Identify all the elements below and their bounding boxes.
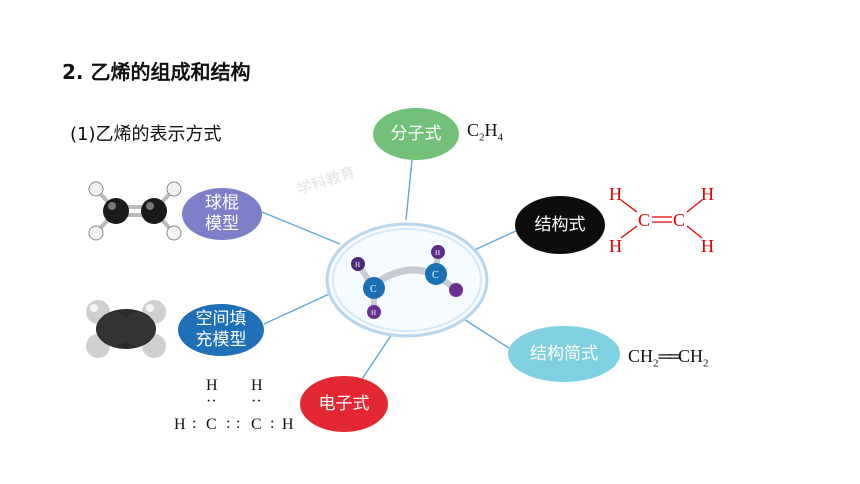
space-fill-label-line2: 充模型: [195, 330, 247, 350]
structural-formula-label: 结构式: [534, 214, 586, 235]
condensed-formula-bubble: 结构简式: [508, 326, 620, 382]
hydrogen-label: H: [371, 309, 376, 317]
space-fill-model-image: [86, 300, 166, 358]
molecular-formula: C2H4: [467, 120, 503, 144]
struct-c-right: C: [673, 210, 685, 230]
condensed-sub-left: 2: [653, 357, 659, 370]
connector-electronic: [359, 333, 393, 383]
electron-c-left: C: [206, 416, 217, 433]
formula-hydrogen: H: [484, 120, 498, 140]
struct-h-bottom-left: H: [609, 236, 622, 256]
space-fill-label-line1: 空间填: [195, 309, 247, 329]
condensed-formula-label: 结构简式: [530, 343, 598, 364]
electron-h-top-right: H: [251, 377, 263, 394]
condensed-formula: CH2══CH2: [628, 346, 709, 370]
center-molecule-image: C C H H H: [325, 222, 489, 338]
ball-stick-label-line2: 模型: [205, 214, 239, 234]
structural-formula: H H C C H H: [609, 184, 714, 256]
space-fill-bubble: 空间填 充模型: [178, 304, 264, 356]
formula-hydrogen-count: 4: [497, 131, 504, 144]
electron-colon-4: :: [270, 415, 274, 432]
double-bond: ══: [658, 346, 681, 366]
subsection-title: (1)乙烯的表示方式: [70, 124, 222, 145]
molecular-formula-bubble: 分子式: [373, 108, 459, 160]
struct-c-left: C: [638, 210, 650, 230]
carbon-label: C: [370, 284, 377, 295]
electronic-formula-bubble: 电子式: [300, 376, 388, 432]
electron-dots-left: ··: [206, 393, 217, 410]
electron-dots-right: ··: [251, 393, 262, 410]
struct-h-top-left: H: [609, 184, 622, 204]
formula-carbon-count: 2: [479, 131, 485, 144]
ball-stick-model-image: [88, 181, 182, 241]
struct-h-bottom-right: H: [701, 236, 714, 256]
formula-carbon: C: [467, 120, 480, 140]
electron-h-right: H: [282, 416, 294, 433]
electron-h-top-left: H: [206, 377, 218, 394]
carbon-atom: [363, 277, 385, 299]
electron-colon-1: :: [192, 415, 196, 432]
carbon-label: C: [432, 270, 439, 281]
electron-h-left: H: [174, 416, 186, 433]
connector-molecular: [405, 159, 413, 221]
connector-structural: [469, 229, 519, 253]
condensed-sub-right: 2: [703, 357, 709, 370]
condensed-ch-left: CH: [628, 346, 654, 366]
electron-c-right: C: [251, 416, 262, 433]
hydrogen-label: H: [435, 249, 440, 257]
hydrogen-atom: [367, 305, 381, 319]
condensed-ch-right: CH: [678, 346, 704, 366]
hydrogen-label: H: [355, 261, 360, 269]
electron-colon-3: :: [236, 415, 240, 432]
hydrogen-atom: [431, 245, 445, 259]
ball-stick-bubble: 球棍 模型: [182, 188, 262, 240]
connector-ball-stick: [261, 211, 341, 245]
section-title: 2. 乙烯的组成和结构: [62, 60, 251, 84]
connector-space-fill: [263, 289, 339, 325]
structural-formula-bubble: 结构式: [515, 196, 605, 254]
molecular-formula-label: 分子式: [390, 123, 442, 144]
connector-condensed: [461, 317, 513, 351]
ball-stick-label-line1: 球棍: [205, 193, 239, 213]
hydrogen-atom: [449, 283, 463, 297]
electron-formula: H H ·· ·· H : C : : C : H: [174, 377, 294, 433]
hydrogen-atom: [351, 257, 365, 271]
carbon-atom: [425, 263, 447, 285]
struct-h-top-right: H: [701, 184, 714, 204]
electronic-formula-label: 电子式: [318, 393, 370, 414]
electron-colon-2: :: [226, 415, 230, 432]
